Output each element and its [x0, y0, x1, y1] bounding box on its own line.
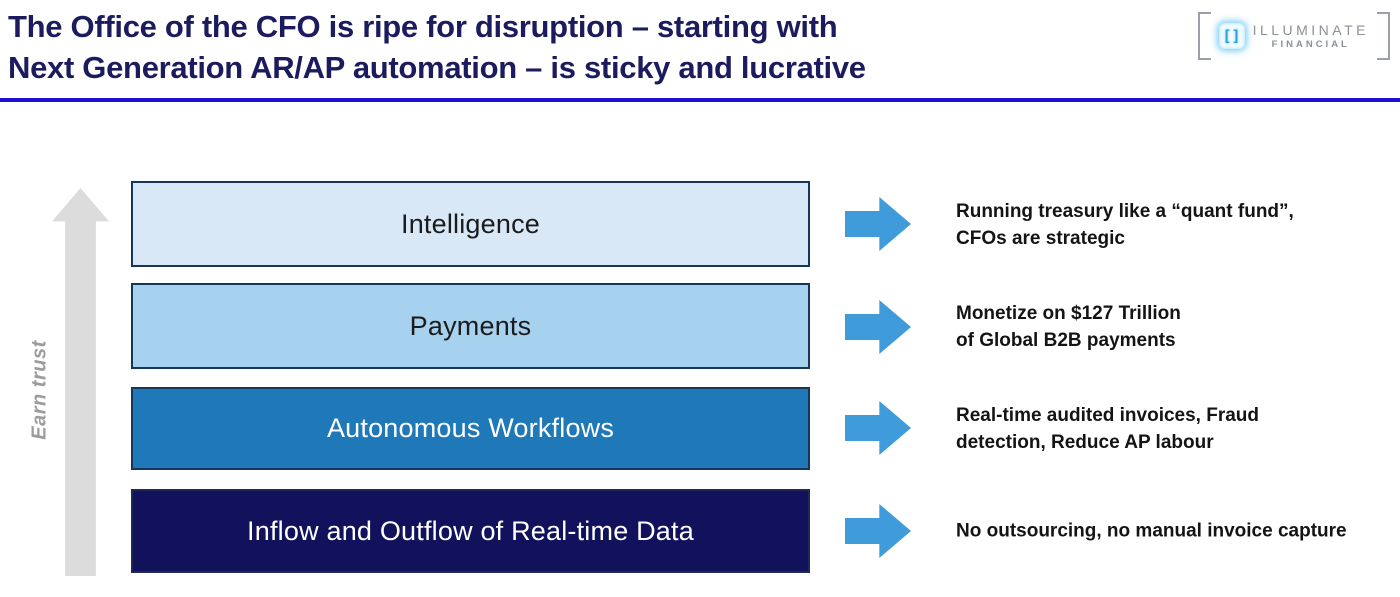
logo-sub-text: FINANCIAL — [1271, 38, 1350, 50]
annotation-line: Running treasury like a “quant fund”, — [956, 201, 1294, 222]
page-title-line-1: The Office of the CFO is ripe for disrup… — [8, 9, 838, 44]
annotation-treasury: Running treasury like a “quant fund”, CFO… — [956, 198, 1398, 252]
layer-bar-inflow-outflow-data: Inflow and Outflow of Real-time Data — [131, 489, 810, 573]
earn-trust-up-arrow-icon — [52, 188, 109, 576]
layer-bar-intelligence: Intelligence — [131, 181, 810, 267]
page-title-line-2: Next Generation AR/AP automation – is st… — [8, 50, 866, 85]
right-arrow-icon — [845, 504, 911, 558]
annotation-line: Monetize on $127 Trillion — [956, 303, 1181, 324]
right-arrow-icon — [845, 401, 911, 455]
title-divider — [0, 98, 1400, 102]
logo-brackets-icon: [] — [1218, 23, 1245, 49]
logo-name-text: ILLUMINATE — [1252, 21, 1369, 38]
logo-wordmark: ILLUMINATE FINANCIAL — [1253, 23, 1369, 50]
illuminate-financial-logo: [] ILLUMINATE FINANCIAL — [1197, 12, 1390, 60]
layer-bar-autonomous-workflows: Autonomous Workflows — [131, 387, 810, 470]
annotation-monetize: Monetize on $127 Trillion of Global B2B p… — [956, 300, 1398, 354]
logo-frame-bracket-left-icon — [1197, 12, 1211, 60]
earn-trust-label: Earn trust — [28, 340, 51, 440]
right-arrow-icon — [845, 197, 911, 251]
right-arrow-icon — [845, 300, 911, 354]
annotation-audited-invoices: Real-time audited invoices, Fraud detecti… — [956, 402, 1398, 456]
annotation-line: detection, Reduce AP labour — [956, 432, 1214, 453]
layer-bar-payments: Payments — [131, 283, 810, 369]
annotation-line: of Global B2B payments — [956, 330, 1176, 351]
annotation-line: Real-time audited invoices, Fraud — [956, 405, 1260, 426]
page-title: The Office of the CFO is ripe for disrup… — [8, 6, 866, 88]
annotation-no-outsourcing: No outsourcing, no manual invoice captur… — [956, 518, 1398, 545]
logo-frame-bracket-right-icon — [1377, 12, 1390, 60]
annotation-line: No outsourcing, no manual invoice captur… — [956, 520, 1347, 542]
annotation-line: CFOs are strategic — [956, 228, 1125, 249]
